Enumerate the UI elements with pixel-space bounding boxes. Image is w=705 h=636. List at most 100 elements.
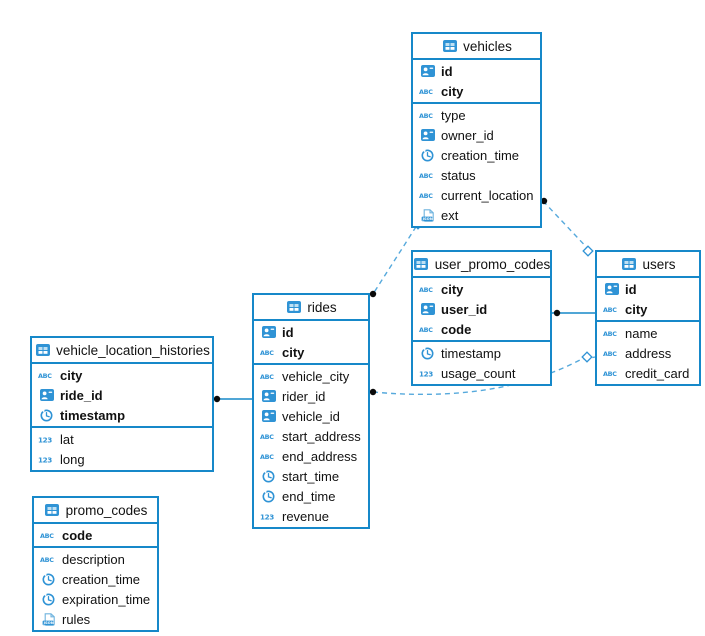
column-id[interactable]: id [597,279,699,299]
column-name: start_time [282,468,340,484]
column-city[interactable]: ABC city [413,279,550,299]
column-creation_time[interactable]: creation_time [34,569,157,589]
column-start_time[interactable]: start_time [254,466,368,486]
table-header[interactable]: vehicles [413,34,540,60]
table-header[interactable]: rides [254,295,368,321]
column-name: creation_time [62,571,141,587]
column-timestamp[interactable]: timestamp [413,343,550,363]
column-user_id[interactable]: user_id [413,299,550,319]
relation-vehicle_location_histories-rides[interactable] [213,395,252,403]
column-name: ext [441,207,459,223]
column-name: timestamp [60,407,126,423]
clock-icon [38,408,55,422]
column-timestamp[interactable]: timestamp [32,405,212,425]
relation-vehicles-users[interactable] [540,197,594,257]
table-header[interactable]: vehicle_location_histories [32,338,212,364]
column-name: rules [62,611,91,627]
column-end_time[interactable]: end_time [254,486,368,506]
table-grid-icon [620,258,637,270]
column-name: name [625,325,658,341]
svg-text:JSON: JSON [421,217,432,221]
column-id[interactable]: id [254,322,368,342]
column-end_address[interactable]: ABC end_address [254,446,368,466]
column-expiration_time[interactable]: expiration_time [34,589,157,609]
column-vehicle_city[interactable]: ABC vehicle_city [254,366,368,386]
number-123-icon: 123 [38,453,55,465]
column-name: timestamp [441,345,501,361]
column-current_location[interactable]: ABC current_location [413,185,540,205]
column-owner_id[interactable]: owner_id [413,125,540,145]
abc-text-icon: ABC [260,450,277,462]
column-name: end_address [282,448,358,464]
column-rules[interactable]: JSON rules [34,609,157,629]
abc-text-icon: ABC [419,283,436,295]
table-header[interactable]: promo_codes [34,498,157,524]
column-rider_id[interactable]: rider_id [254,386,368,406]
column-name: current_location [441,187,534,203]
relation-dot-endpoint [213,395,221,403]
abc-text-icon: ABC [40,553,57,565]
column-vehicle_id[interactable]: vehicle_id [254,406,368,426]
column-id[interactable]: id [413,61,540,81]
column-name: start_address [282,428,361,444]
relation-dot-endpoint [553,309,561,317]
table-header[interactable]: user_promo_codes [413,252,550,278]
abc-text-icon: ABC [260,370,277,382]
relation-dot-endpoint [369,290,377,298]
relation-user_promo_codes-users[interactable] [552,309,595,317]
number-123-icon: 123 [419,367,436,379]
column-name: vehicle_city [282,368,350,384]
json-doc-icon: JSON [40,612,57,626]
columns-section: timestamp 123 usage_count [413,340,550,384]
column-usage_count[interactable]: 123 usage_count [413,363,550,383]
column-name: lat [60,431,74,447]
abc-text-icon: ABC [40,529,57,541]
svg-text:123: 123 [260,513,274,522]
svg-text:ABC: ABC [260,373,274,381]
column-ext[interactable]: JSON ext [413,205,540,225]
table-header[interactable]: users [597,252,699,278]
number-123-icon: 123 [38,433,55,445]
column-creation_time[interactable]: creation_time [413,145,540,165]
column-name: id [625,281,637,297]
column-name: expiration_time [62,591,151,607]
column-name: city [441,281,464,297]
svg-text:ABC: ABC [38,372,52,380]
column-lat[interactable]: 123 lat [32,429,212,449]
abc-text-icon: ABC [260,346,277,358]
column-name: ride_id [60,387,103,403]
svg-text:ABC: ABC [260,349,274,357]
column-ride_id[interactable]: ride_id [32,385,212,405]
svg-text:ABC: ABC [419,192,433,200]
column-name: usage_count [441,365,516,381]
clock-icon [40,572,57,586]
